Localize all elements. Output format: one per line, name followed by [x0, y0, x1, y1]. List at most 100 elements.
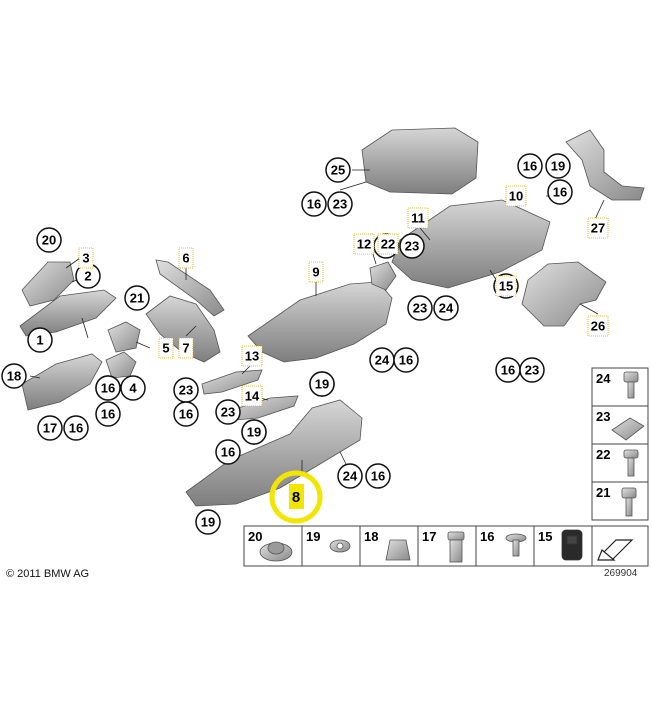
nut-20-icon	[259, 541, 293, 562]
part-25-shape	[361, 127, 479, 195]
legend-right-label-22: 22	[596, 447, 610, 462]
fastener-21-icon	[621, 487, 637, 517]
callout-16: 16	[95, 375, 121, 401]
copyright-text: © 2011 BMW AG	[6, 568, 90, 580]
box-callout-text: 7	[182, 341, 189, 356]
part-18-shape	[21, 353, 103, 411]
box-callout-12: 12	[353, 233, 375, 255]
box-callout-text: 14	[245, 389, 260, 404]
clip-18-icon	[385, 539, 411, 561]
callout-25: 25	[325, 157, 351, 183]
legend-right: 24 23 22 21	[591, 367, 649, 521]
callout-23: 23	[173, 377, 199, 403]
callout-text: 4	[129, 381, 137, 396]
box-callout-text: 15	[499, 279, 513, 294]
legend-right-label-23: 23	[596, 409, 610, 424]
callout-19: 19	[545, 153, 571, 179]
legend-bottom-label-20: 20	[248, 529, 262, 544]
callout-text: 16	[501, 363, 515, 378]
box-callout-10: 10	[505, 185, 527, 207]
highlight-ring	[269, 470, 323, 524]
callout-text: 25	[331, 163, 345, 178]
callout-text: 16	[101, 407, 115, 422]
callout-17: 17	[37, 415, 63, 441]
callout-text: 23	[333, 197, 347, 212]
box-callout-27: 27	[587, 217, 609, 239]
callout-text: 19	[551, 159, 565, 174]
part-27-shape	[565, 129, 645, 201]
callout-text: 1	[36, 333, 43, 348]
highlight-box	[289, 484, 304, 509]
callout-text: 19	[315, 377, 329, 392]
callout-text: 16	[523, 159, 537, 174]
callout-text: 21	[130, 291, 144, 306]
part-4-shape	[105, 351, 137, 379]
callout-text: 17	[43, 421, 57, 436]
callout-text: 16	[179, 407, 193, 422]
callout-text: 23	[525, 363, 539, 378]
callout-16: 16	[517, 153, 543, 179]
box-callout-text: 13	[245, 349, 259, 364]
part-9-shape	[247, 281, 393, 363]
callout-23: 23	[215, 399, 241, 425]
direction-arrow-icon	[594, 528, 646, 564]
box-callout-9: 9	[308, 261, 324, 283]
legend-bottom-label-17: 17	[422, 529, 436, 544]
box-callout-text: 5	[162, 341, 169, 356]
legend-bottom-label-16: 16	[480, 529, 494, 544]
callout-text: 23	[405, 239, 419, 254]
callout-24: 24	[337, 463, 363, 489]
callout-text: 16	[371, 469, 385, 484]
part-26-shape	[521, 261, 607, 327]
box-callout-7: 7	[178, 337, 194, 359]
legend-bottom-label-15: 15	[538, 529, 552, 544]
callout-16: 16	[95, 401, 121, 427]
callout-4: 4	[120, 375, 146, 401]
callout-text: 24	[375, 353, 390, 368]
box-callout-14: 14	[241, 385, 263, 407]
part-21-shape	[107, 321, 141, 353]
box-callout-text: 22	[381, 237, 395, 252]
callout-16: 16	[393, 347, 419, 373]
callout-19: 19	[309, 371, 335, 397]
grommet-15-icon	[561, 529, 583, 561]
heat-shield-parts	[19, 127, 645, 507]
box-callout-text: 26	[591, 319, 605, 334]
callout-text: 23	[413, 301, 427, 316]
callout-text: 16	[307, 197, 321, 212]
callout-text: 16	[69, 421, 83, 436]
part-11-shape	[391, 199, 551, 289]
callout-24: 24	[433, 295, 459, 321]
callout-16: 16	[365, 463, 391, 489]
legend-right-label-24: 24	[596, 371, 611, 386]
box-callout-text: 9	[312, 265, 319, 280]
callout-19: 19	[195, 509, 221, 535]
callout-text: 2	[84, 269, 91, 284]
legend-bottom-label-18: 18	[364, 529, 378, 544]
part-8-label: 8	[292, 489, 300, 506]
callout-23: 23	[327, 191, 353, 217]
box-callout-3: 3	[78, 247, 94, 269]
callout-24: 24	[369, 347, 395, 373]
circle-callouts: 2021181716171641621231623161619241619251…	[1, 153, 573, 535]
callout-20: 20	[36, 227, 62, 253]
callout-2: 2	[75, 263, 101, 289]
part-8-shape	[185, 399, 363, 507]
legend-right-label-21: 21	[596, 485, 610, 500]
box-callout-text: 12	[357, 237, 371, 252]
box-callout-6: 6	[178, 247, 194, 269]
callout-16: 16	[495, 357, 521, 383]
callout-19: 19	[241, 419, 267, 445]
box-callout-text: 3	[82, 251, 89, 266]
box-callout-22: 22	[377, 233, 399, 255]
callout-text: 20	[42, 233, 56, 248]
callout-23: 23	[519, 357, 545, 383]
nut-17-icon	[447, 531, 465, 563]
part-6-shape	[155, 259, 225, 317]
callout-text: 23	[179, 383, 193, 398]
box-callout-15: 15	[495, 275, 517, 297]
legend-bottom-label-19: 19	[306, 529, 320, 544]
fastener-22-icon	[623, 449, 639, 477]
